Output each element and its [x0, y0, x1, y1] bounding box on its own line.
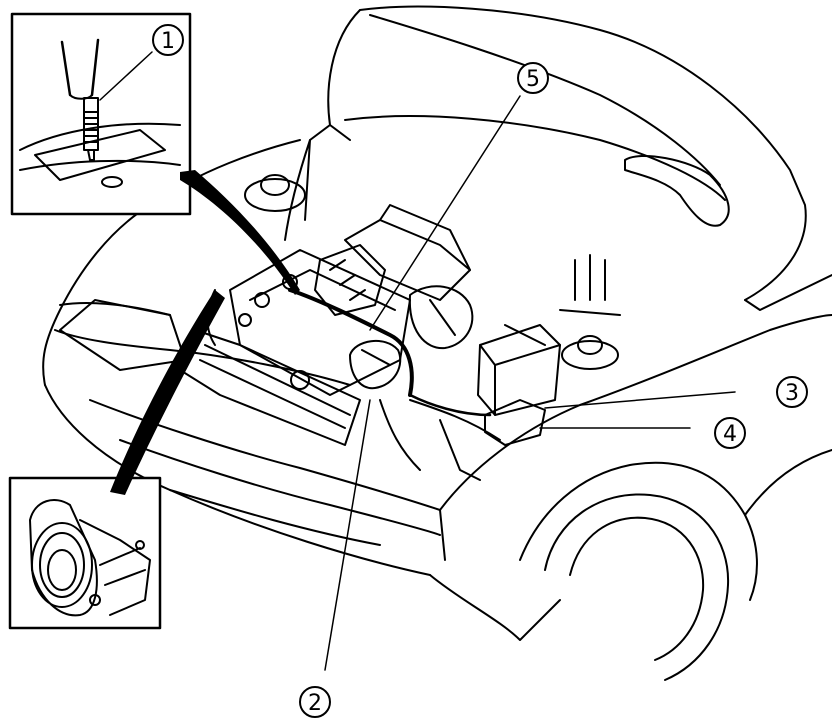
callout-1: 1: [152, 24, 184, 56]
callout-5-label: 5: [526, 67, 540, 92]
callout-3: 3: [776, 376, 808, 408]
callout-2: 2: [299, 686, 331, 718]
callout-3-label: 3: [785, 381, 799, 406]
callout-5: 5: [517, 62, 549, 94]
pulley-inset: [8, 476, 162, 630]
callout-4: 4: [714, 417, 746, 449]
callout-leader-lines: [99, 51, 736, 671]
callout-4-label: 4: [723, 422, 737, 447]
spark-plug-inset: [10, 12, 192, 216]
callout-1-label: 1: [161, 29, 175, 54]
car-body: [42, 5, 832, 681]
engine-assembly: [179, 174, 621, 481]
callout-2-label: 2: [308, 691, 322, 716]
inset-leader-bands: [110, 170, 300, 495]
